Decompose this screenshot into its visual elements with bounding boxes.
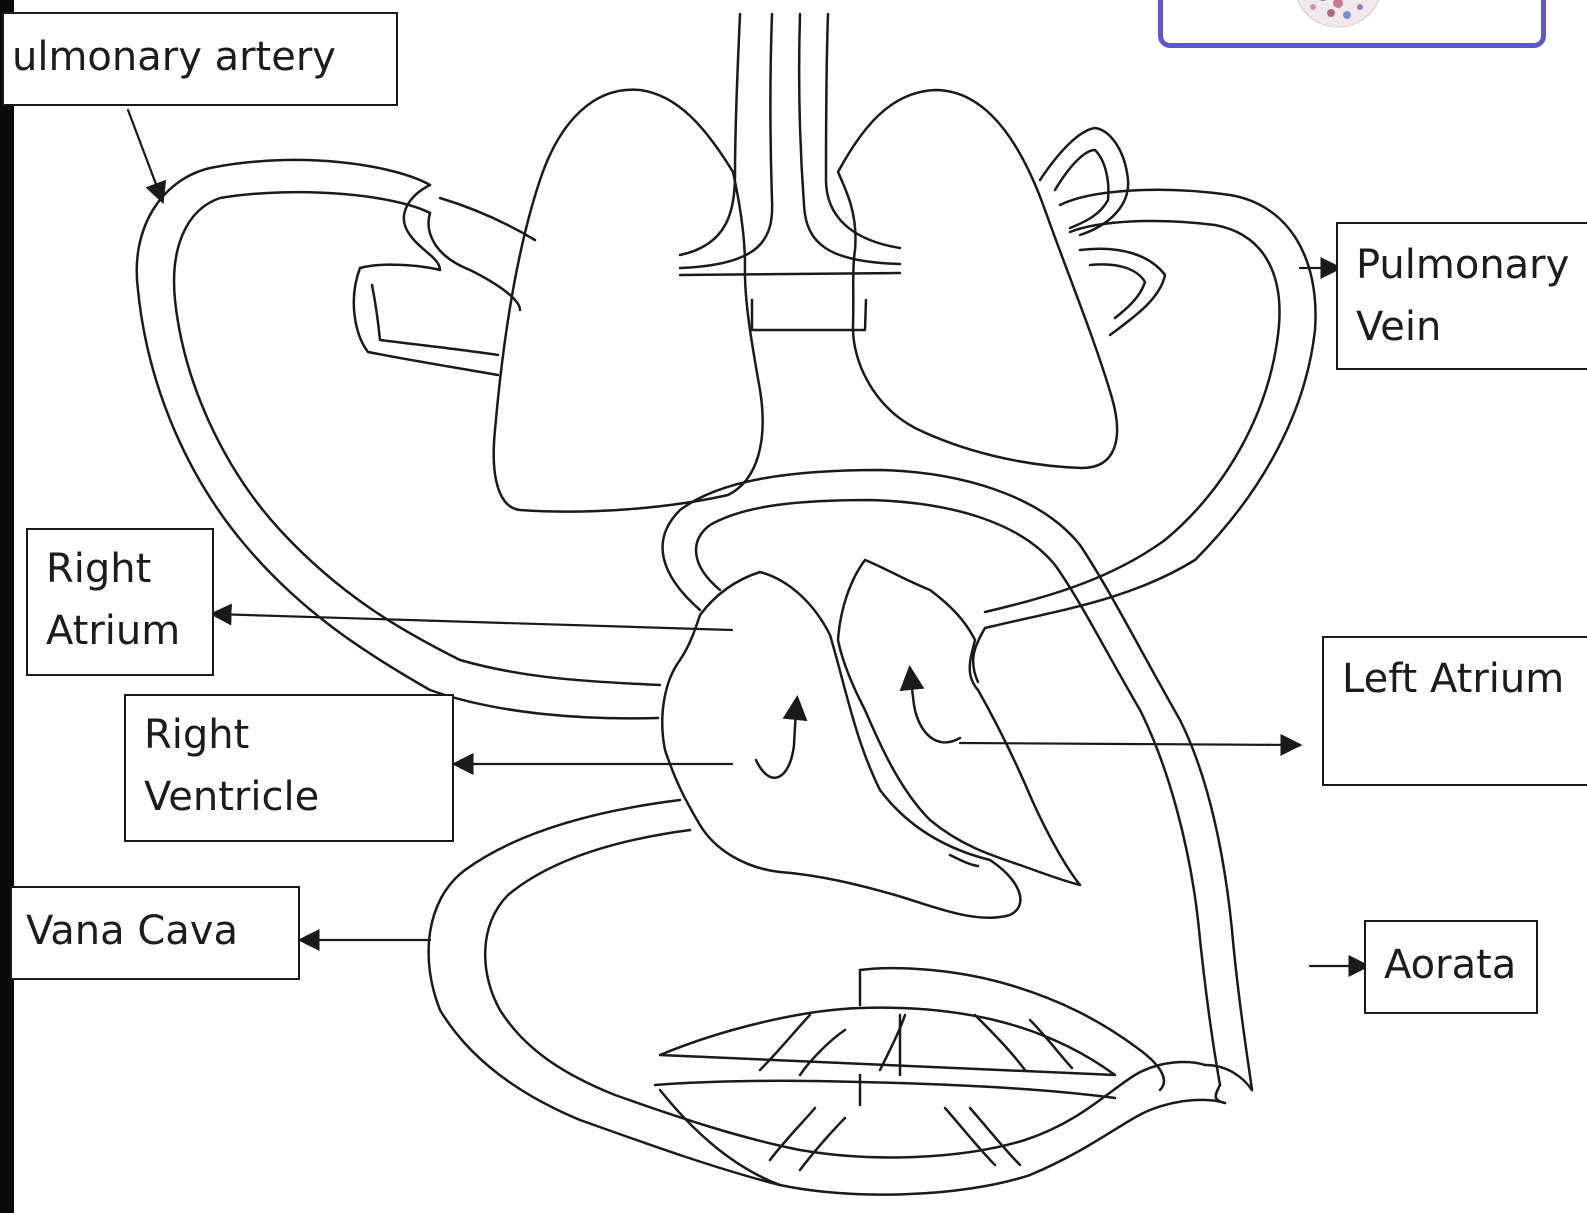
label-vena-cava-text: Vana Cava <box>26 900 280 962</box>
label-right-atrium-line1: Right <box>46 538 194 600</box>
heart <box>662 560 1080 918</box>
lung-right <box>838 90 1117 468</box>
label-pulmonary-artery-text: ulmonary artery <box>12 26 378 88</box>
aortic-arch <box>663 470 1252 1090</box>
label-right-atrium-line2: Atrium <box>46 600 194 662</box>
systemic-circulation <box>429 800 1252 1195</box>
heart-flow-arrows <box>756 670 960 778</box>
label-aorta-text: Aorata <box>1384 934 1518 996</box>
label-right-ventricle-line2: Ventricle <box>144 766 434 828</box>
pulmonary-vein-vessel <box>985 128 1316 628</box>
label-aorta: Aorata <box>1364 920 1538 1014</box>
trachea <box>680 14 900 330</box>
label-pulmonary-vein: Pulmonary Vein <box>1336 222 1587 370</box>
label-right-ventricle: Right Ventricle <box>124 694 454 842</box>
label-pulmonary-vein-line2: Vein <box>1356 296 1576 358</box>
capillary-beds <box>655 968 1164 1185</box>
label-pulmonary-artery: ulmonary artery <box>2 12 398 106</box>
label-pulmonary-vein-line1: Pulmonary <box>1356 234 1576 296</box>
label-vena-cava: Vana Cava <box>10 886 300 980</box>
pulmonary-artery-vessel <box>137 160 660 718</box>
label-left-atrium-text: Left Atrium <box>1342 648 1582 710</box>
left-edge-bar <box>0 0 14 1213</box>
lung-left <box>494 90 763 512</box>
label-right-ventricle-line1: Right <box>144 704 434 766</box>
label-right-atrium: Right Atrium <box>26 528 214 676</box>
circular-blood-tissue-logo-icon <box>1163 0 1541 43</box>
logo-badge <box>1158 0 1546 48</box>
label-left-atrium: Left Atrium <box>1322 636 1587 786</box>
